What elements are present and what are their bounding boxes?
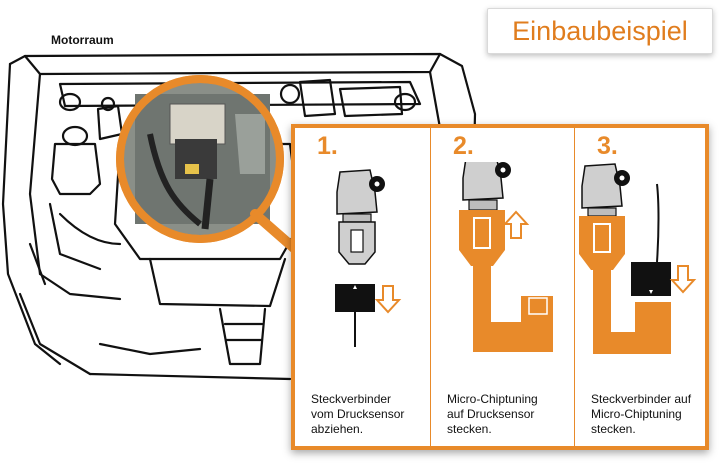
title-box: Einbaubeispiel [487, 8, 713, 54]
step-text: Steckverbinder vom Drucksensor abziehen. [311, 392, 405, 436]
step-1: 1. Steckverbinder vom Drucksensor abzieh… [295, 128, 430, 446]
step-text: Micro-Chiptuning auf Drucksensor stecken… [447, 392, 538, 436]
step-text: Steckverbinder auf Micro-Chiptuning stec… [591, 392, 692, 436]
step-2-illustration [459, 162, 553, 352]
step-1-illustration [335, 169, 402, 347]
page-title: Einbaubeispiel [512, 15, 688, 46]
step-2: 2. Micro-Chiptuning auf Drucksensor stec… [430, 128, 575, 446]
step-number: 1. [317, 132, 338, 160]
section-label: Motorraum [51, 33, 114, 47]
step-3: 3. Steckverbinder auf Micro-Chiptuning s… [574, 128, 710, 446]
installation-steps-panel: 1. Steckverbinder vom Drucksensor abzieh… [291, 124, 709, 450]
magnified-sensor [135, 94, 270, 230]
magnifier-handle [250, 209, 300, 254]
engine-bay-illustration [1, 52, 477, 381]
step-number: 3. [597, 132, 618, 160]
step-number: 2. [453, 132, 474, 160]
step-3-illustration [579, 163, 697, 354]
